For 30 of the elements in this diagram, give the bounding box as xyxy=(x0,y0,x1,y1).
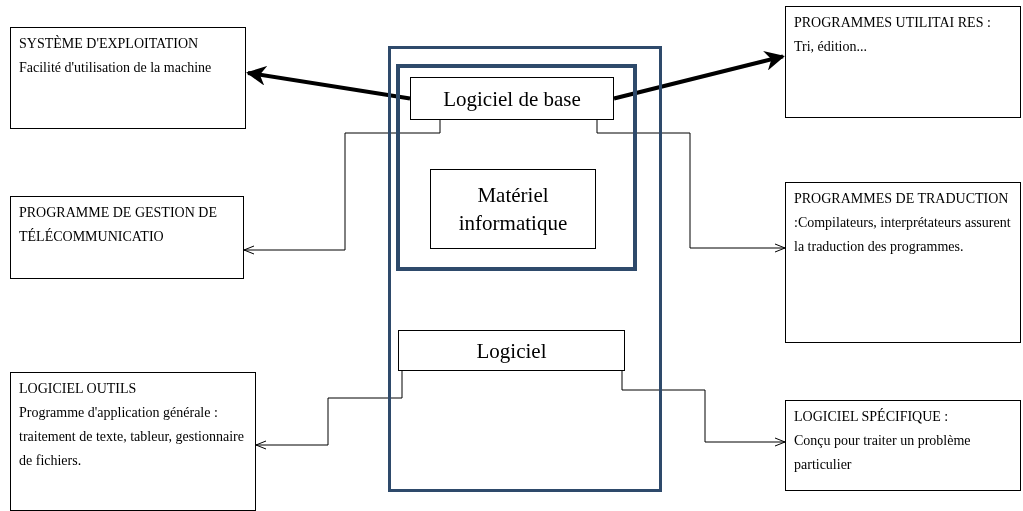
arrow xyxy=(243,119,441,255)
box-label: Logiciel xyxy=(476,337,547,365)
box-heading: PROGRAMMES DE TRADUCTION xyxy=(794,190,1010,208)
text-box xyxy=(785,182,1021,343)
arrow xyxy=(621,370,786,447)
box-heading: SYSTÈME D'EXPLOITATION xyxy=(19,34,200,53)
box-heading: LOGICIEL SPÉCIFIQUE : xyxy=(794,407,950,426)
text-box xyxy=(785,6,1021,118)
text-box xyxy=(10,372,256,511)
box-label: PROGRAMME DE GESTION DE TÉLÉCOMMUNICATIO xyxy=(19,204,218,246)
arrow xyxy=(246,65,411,101)
box-description: Programme d'application générale : traitement de texte, tableur, gestionnaire de fichiers. xyxy=(19,404,245,470)
text-box xyxy=(10,27,246,129)
arrow xyxy=(596,119,786,253)
box-label: PROGRAMMES UTILITAI RES : Tri, édition... xyxy=(794,14,992,56)
frame-box xyxy=(388,46,662,492)
frame-box xyxy=(396,64,637,271)
box-heading: LOGICIEL OUTILS xyxy=(19,380,138,398)
box-label: Logiciel de base xyxy=(443,85,581,113)
box-description: Facilité d'utilisation de la machine xyxy=(19,59,213,77)
text-box xyxy=(785,400,1021,491)
process-box xyxy=(398,330,625,371)
process-box xyxy=(430,169,596,249)
box-description: :Compilateurs, interprétateurs assurent la traduction des programmes. xyxy=(794,214,1012,256)
box-description: Conçu pour traiter un problème particulier xyxy=(794,432,972,474)
arrow xyxy=(255,370,403,450)
arrow xyxy=(613,51,785,101)
process-box xyxy=(410,77,614,120)
box-label: Matériel informatique xyxy=(457,182,569,237)
text-box xyxy=(10,196,244,279)
